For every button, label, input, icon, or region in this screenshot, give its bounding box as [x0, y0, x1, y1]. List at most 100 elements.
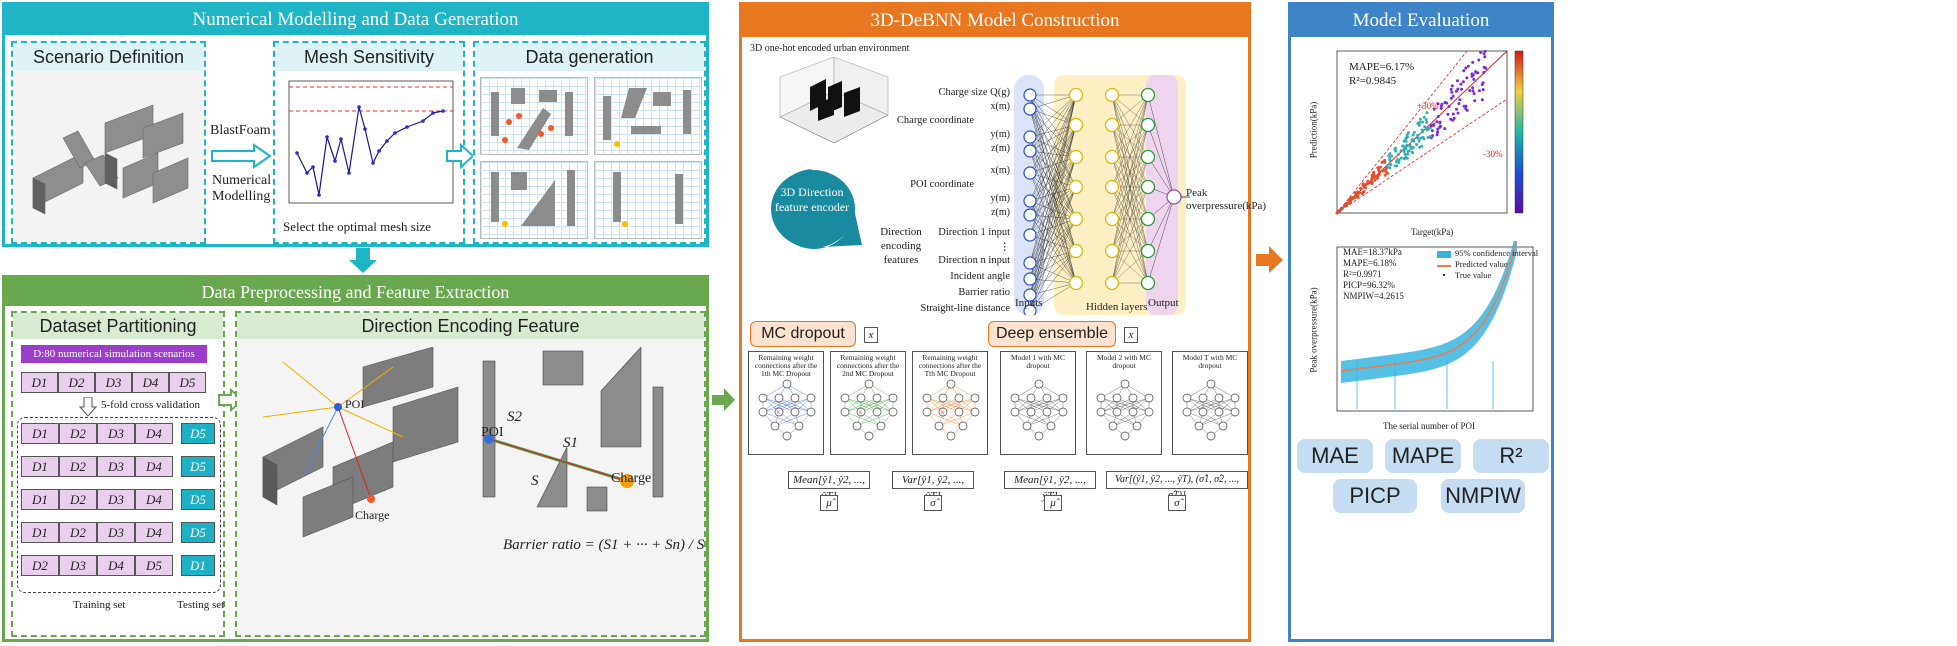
svg-text:×: × [858, 408, 863, 417]
arrow-bottom-label-1: Numerical [212, 173, 272, 188]
dataset-partitioning-panel: Dataset Partitioning D:80 numerical simu… [11, 311, 225, 637]
fold-cell: D5 [169, 372, 206, 393]
mesh-sensitivity-plot [288, 80, 454, 204]
arrow-bottom-label-2: Modelling [212, 189, 271, 204]
training-cell: D3 [59, 555, 97, 576]
training-cell: D4 [135, 522, 173, 543]
metric-badge: MAE [1297, 439, 1373, 473]
input-label: Barrier ratio [958, 287, 1010, 298]
encoder-label: 3D Direction feature encoder [774, 185, 850, 214]
arrow-top-label: BlastFoam [210, 123, 271, 138]
ensemble-model: Model 2 with MC dropout [1086, 351, 1162, 455]
hidden-node [1068, 179, 1084, 195]
s-label: S [531, 473, 539, 489]
poi-3d-label: POI [345, 397, 365, 411]
mc-mean-box: Mean[ŷ1, ŷ2, ..., ŷT] [788, 471, 870, 502]
training-cell: D2 [21, 555, 59, 576]
training-cell: D3 [97, 423, 135, 444]
input-label: Charge size Q(g) [938, 87, 1010, 98]
env-caption: 3D one-hot encoded urban environment [750, 43, 910, 54]
hidden-node [1140, 211, 1156, 227]
training-cell: D1 [21, 456, 59, 477]
model-caption: Remaining weight connections after the 2… [836, 353, 900, 378]
s1-label: S1 [563, 435, 578, 451]
model-caption: Remaining weight connections after the 1… [754, 353, 818, 378]
scenario-tile-1 [480, 77, 588, 155]
input-label: POI coordinate [910, 179, 974, 190]
hidden-node [1068, 87, 1084, 103]
mini-network: × [840, 379, 898, 441]
deep-ensemble-models: Model 1 with MC dropout Model 2 with MC d… [1000, 351, 1248, 461]
input-node [1023, 144, 1037, 158]
network-diagram [1023, 87, 1190, 315]
svg-text:×: × [776, 408, 781, 417]
training-cell: D4 [97, 555, 135, 576]
fold-cell: D2 [58, 372, 95, 393]
fold-cell: D3 [95, 372, 132, 393]
col-inputs-label: Inputs [1015, 297, 1043, 309]
hidden-node [1140, 243, 1156, 259]
training-cell: D2 [59, 456, 97, 477]
input-label: Straight-line distance [920, 303, 1010, 314]
output-node [1166, 189, 1182, 205]
hidden-node [1104, 179, 1120, 195]
input-node [1023, 130, 1037, 144]
mini-network [1010, 379, 1068, 441]
legend-label: 95% confidence interval [1455, 248, 1539, 258]
input-label: Direction 1 input [938, 227, 1010, 238]
minus30-label: -30% [1483, 149, 1503, 159]
prediction-scatter-plot [1335, 49, 1524, 215]
pi-xlabel: The serial number of POI [1383, 421, 1475, 431]
arrow-down-icon [349, 248, 377, 273]
mesh-sensitivity-title: Mesh Sensitivity [275, 43, 463, 71]
hidden-node [1104, 87, 1120, 103]
ens-input-x: x [1124, 327, 1138, 343]
input-label: Direction n input [938, 255, 1010, 266]
training-cell: D2 [59, 522, 97, 543]
hidden-node [1140, 275, 1156, 291]
scenario-definition-panel: Scenario Definition [11, 41, 206, 244]
hidden-node [1104, 149, 1120, 165]
pi-stat: MAPE=6.18% [1343, 258, 1397, 268]
input-label: y(m) [990, 193, 1010, 204]
input-node [1023, 166, 1037, 180]
data-generation-title: Data generation [475, 43, 704, 71]
prediction-interval-plot [1336, 241, 1534, 412]
ensemble-model: Model T with MC dropout [1172, 351, 1248, 455]
fold-cell: D4 [132, 372, 169, 393]
arrow-down-icon [79, 397, 97, 417]
input-node [1023, 228, 1037, 242]
pi-stat: NMPIW=4.2615 [1343, 291, 1404, 301]
training-set-label: Training set [73, 599, 126, 611]
scatter-xlabel: Target(kPa) [1411, 227, 1454, 237]
training-cell: D4 [135, 456, 173, 477]
deep-ensemble-title: Deep ensemble [988, 321, 1116, 347]
direction-feature-encoder-shape [771, 169, 862, 249]
scatter-ylabel: Prediction(kPa) [1308, 101, 1319, 159]
model-caption: Model 1 with MC dropout [1011, 353, 1065, 370]
input-node [1023, 194, 1037, 208]
input-label: y(m) [990, 129, 1010, 140]
input-label: z(m) [991, 143, 1010, 154]
mc-var-box: Var[ŷ1, ŷ2, ..., ŷT] [892, 471, 974, 502]
hidden-node [1104, 211, 1120, 227]
testing-cell: D5 [181, 489, 215, 510]
hidden-node [1068, 211, 1084, 227]
model-caption: Model 2 with MC dropout [1097, 353, 1151, 370]
barrier-ratio-formula: Barrier ratio = (S1 + ··· + Sn) / S [503, 537, 705, 553]
legend-label: True value [1455, 270, 1492, 280]
input-node [1023, 208, 1037, 222]
hidden-node [1068, 117, 1084, 133]
poi-2d-label: POI [481, 425, 504, 440]
hidden-node [1068, 243, 1084, 259]
model-caption: Model T with MC dropout [1182, 353, 1238, 370]
svg-text:×: × [940, 408, 945, 417]
mc-dropout-models: Remaining weight connections after the 1… [748, 351, 988, 461]
training-cell: D4 [135, 489, 173, 510]
testing-cell: D5 [181, 423, 215, 444]
input-label: Incident angle [950, 271, 1010, 282]
